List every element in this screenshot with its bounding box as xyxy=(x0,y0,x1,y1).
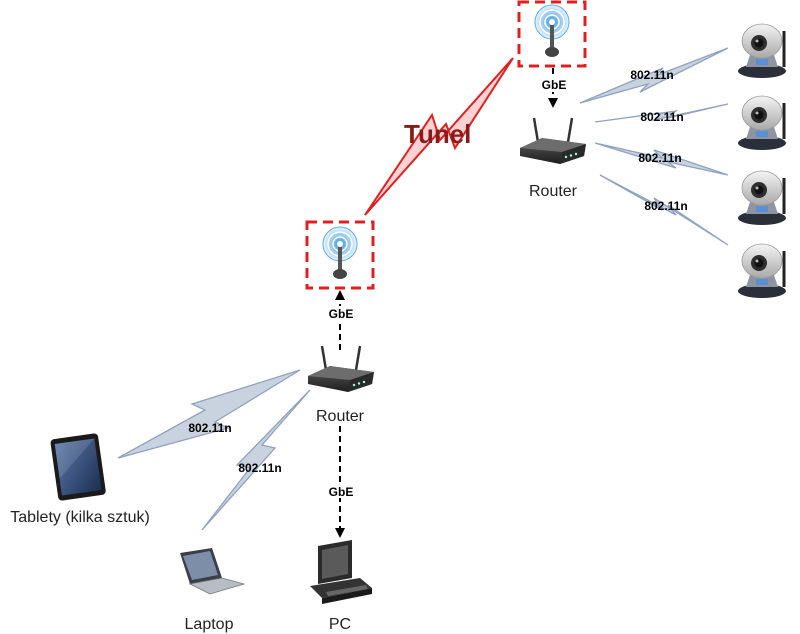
access-point-bottom-box xyxy=(305,220,375,290)
wireless-access-point-icon xyxy=(534,4,570,58)
router-bottom-label: Router xyxy=(316,408,365,425)
wireless-links-cameras: 802.11n 802.11n 802.11n 802.11n xyxy=(579,47,729,246)
wifi-cam2-label: 802.11n xyxy=(640,110,683,124)
wireless-access-point-icon xyxy=(322,226,358,280)
gbe-bottom-ap-label: GbE xyxy=(329,307,354,321)
wifi-cam4-label: 802.11n xyxy=(644,199,687,213)
laptop-node: Laptop xyxy=(180,548,246,633)
router-icon xyxy=(306,344,376,394)
laptop-label: Laptop xyxy=(185,616,234,633)
ip-camera-icon xyxy=(736,242,788,300)
tunnel-bolt xyxy=(364,57,514,216)
router-bottom: Router xyxy=(306,344,376,425)
wifi-cam3-label: 802.11n xyxy=(638,151,681,165)
wifi-cam1-label: 802.11n xyxy=(630,68,673,82)
wifi-link-laptop xyxy=(201,389,311,531)
pc-icon xyxy=(310,540,372,604)
pc-node: PC xyxy=(310,540,372,633)
access-point-top xyxy=(517,0,587,68)
ip-camera-icon xyxy=(736,22,788,80)
gbe-top-label: GbE xyxy=(542,78,567,92)
access-point-bottom xyxy=(305,220,375,290)
laptop-icon xyxy=(180,548,246,595)
tablets-label: Tablety (kilka sztuk) xyxy=(10,509,150,526)
ip-camera-icon xyxy=(736,94,788,152)
tablet-node: Tablety (kilka sztuk) xyxy=(10,433,150,526)
pc-label: PC xyxy=(329,616,351,633)
wifi-link-cam3 xyxy=(594,142,729,176)
router-icon xyxy=(518,116,588,166)
wifi-tablet-label: 802.11n xyxy=(188,421,231,435)
ip-camera-icon xyxy=(736,169,788,227)
gbe-pc-label: GbE xyxy=(329,485,354,499)
wifi-link-cam2 xyxy=(594,103,729,123)
tunnel-link: Tunel xyxy=(364,57,514,216)
router-top: Router xyxy=(518,116,588,200)
wifi-link-cam4 xyxy=(599,174,729,246)
router-top-label: Router xyxy=(529,183,578,200)
access-point-top-box xyxy=(517,0,587,68)
wireless-links-clients: 802.11n 802.11n xyxy=(117,369,311,531)
tunnel-label: Tunel xyxy=(404,119,471,149)
wifi-link-cam1 xyxy=(579,47,729,104)
tablet-icon xyxy=(50,433,106,501)
wifi-laptop-label: 802.11n xyxy=(238,461,281,475)
wifi-link-tablet xyxy=(117,369,301,459)
